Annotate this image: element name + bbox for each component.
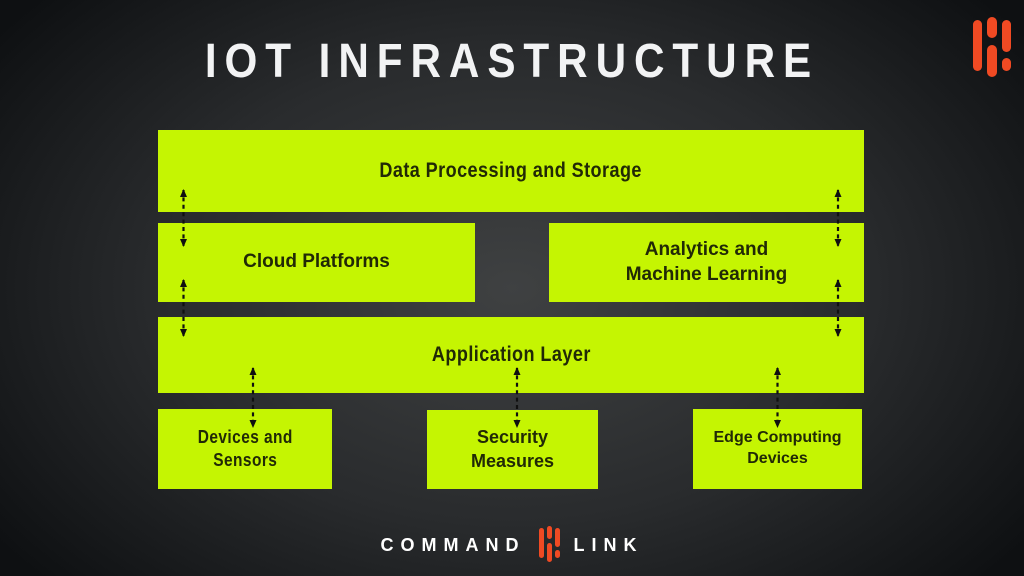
node-analytics-machine-learning: Analytics and Machine Learning xyxy=(549,223,864,302)
node-label: Application Layer xyxy=(431,343,591,367)
footer-wordmark-link: LINK xyxy=(573,534,644,555)
page-title-text: IOT INFRASTRUCTURE xyxy=(204,35,820,88)
node-label: Analytics and Machine Learning xyxy=(625,238,788,285)
footer-brand: COMMAND LINK xyxy=(0,526,1024,562)
node-label: Security Measures xyxy=(470,427,555,471)
page-title: IOT INFRASTRUCTURE xyxy=(0,34,1024,89)
node-label: Cloud Platforms xyxy=(243,251,390,273)
node-application-layer: Application Layer xyxy=(158,317,864,393)
footer-wordmark-command: COMMAND xyxy=(380,534,526,555)
commandlink-logo-icon xyxy=(538,526,561,562)
node-label: Edge Computing Devices xyxy=(713,429,842,467)
node-label: Data Processing and Storage xyxy=(379,159,643,183)
node-devices-sensors: Devices and Sensors xyxy=(158,409,332,489)
commandlink-logo-icon xyxy=(973,17,1011,77)
node-cloud-platforms: Cloud Platforms xyxy=(158,223,475,302)
node-data-processing-storage: Data Processing and Storage xyxy=(158,130,864,212)
node-label: Devices and Sensors xyxy=(197,426,293,470)
node-edge-computing-devices: Edge Computing Devices xyxy=(693,409,862,489)
node-security-measures: Security Measures xyxy=(427,410,598,489)
